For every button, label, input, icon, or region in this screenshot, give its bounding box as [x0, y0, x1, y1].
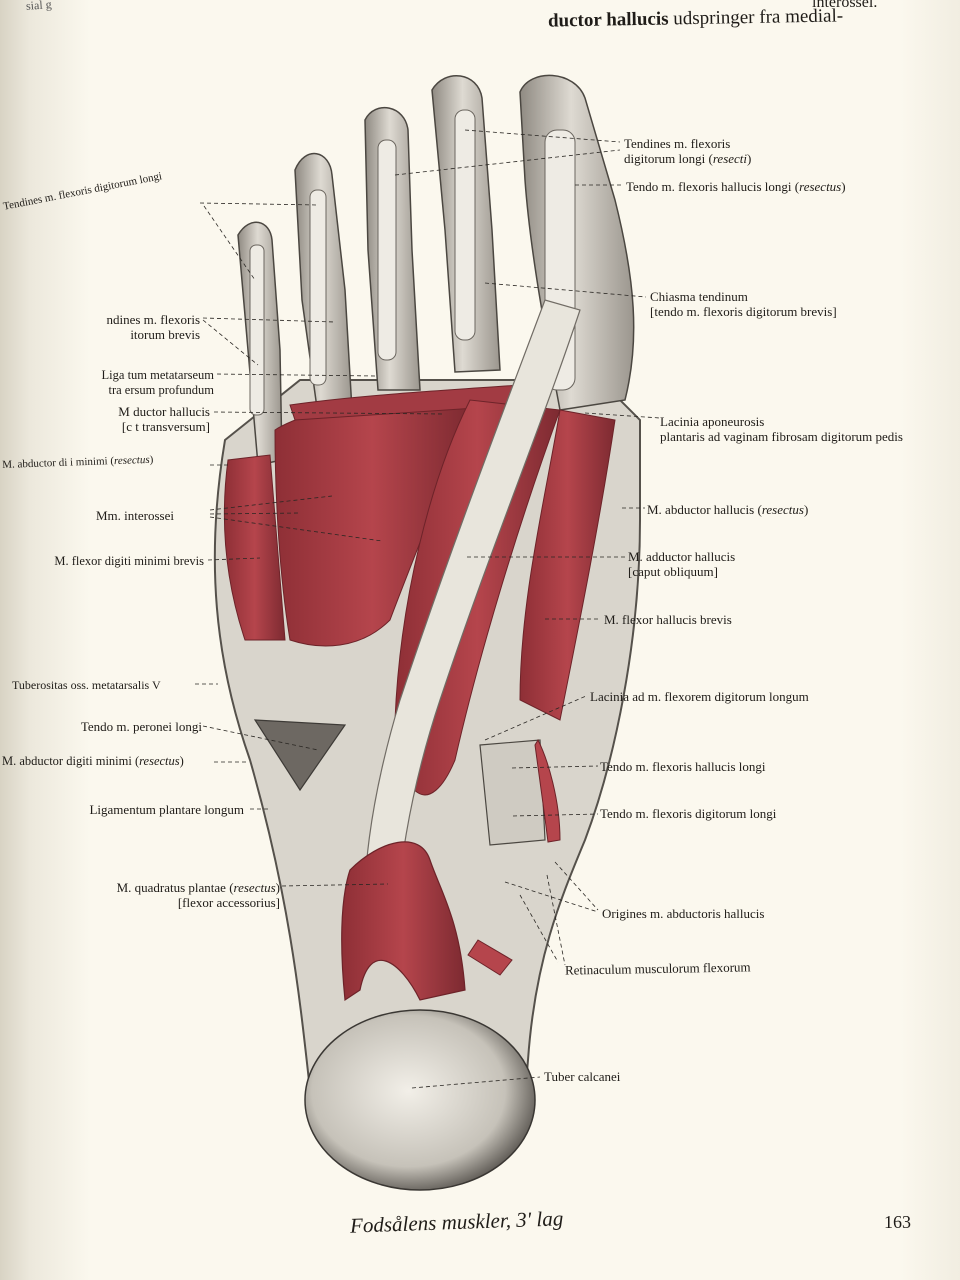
leader-lines: [195, 129, 661, 1089]
label-flexor-dig-min-brevis: M. flexor digiti minimi brevis: [54, 554, 204, 568]
label-tuberositas: Tuberositas oss. metatarsalis V: [12, 678, 161, 692]
lacinia-window: [479, 739, 546, 846]
quadratus-plantae: [341, 841, 466, 1002]
toe-tendons: [249, 109, 576, 416]
label-adductor-obliquum: M. adductor hallucis [caput obliquum]: [628, 549, 736, 579]
label-tendines-flex-dig-longi-resecti: Tendines m. flexoris digitorum longi (re…: [624, 136, 752, 166]
label-chiasma-tendinum: Chiasma tendinum [tendo m. flexoris digi…: [650, 289, 837, 319]
label-mm-interossei: Mm. interossei: [96, 508, 174, 523]
label-tendo-flex-hall-longi: Tendo m. flexoris hallucis longi: [600, 759, 766, 774]
label-origines-abductoris: Origines m. abductoris hallucis: [602, 906, 765, 921]
label-tendo-flex-hall-longi-resectus: Tendo m. flexoris hallucis longi (resect…: [626, 179, 846, 194]
label-abductor-dig-min-resectus-bottom: M. abductor digiti minimi (resectus): [2, 754, 184, 768]
flexor-hallucis-brevis: [519, 409, 616, 721]
label-tuber-calcanei: Tuber calcanei: [544, 1069, 621, 1084]
abductor-hallucis-origin: [467, 939, 513, 976]
label-lig-metatarseum: Liga tum metatarseum tra ersum profundum: [101, 368, 214, 397]
label-lacinia-aponeurosis: Lacinia aponeurosis plantaris ad vaginam…: [660, 414, 903, 444]
header-far-right-fragment: interossei.: [812, 0, 878, 11]
label-flexor-hallucis-brevis: M. flexor hallucis brevis: [604, 612, 732, 627]
label-abductor-hallucis-resectus: M. abductor hallucis (resectus): [647, 502, 809, 517]
flexor-digiti-minimi-brevis: [223, 454, 286, 641]
label-tendines-flex-dig-brevis: ndines m. flexoris itorum brevis: [106, 312, 200, 342]
label-adductor-transversum: M ductor hallucis [c t transversum]: [118, 404, 210, 434]
peroneus-window: [253, 719, 347, 792]
label-quadratus-plantae: M. quadratus plantae (resectus) [flexor …: [116, 880, 280, 910]
flexor-hallucis-longi-cut: [534, 738, 561, 843]
label-lacinia-flex-dig-longum: Lacinia ad m. flexorem digitorum longum: [590, 689, 809, 704]
label-tendo-flex-dig-longi: Tendo m. flexoris digitorum longi: [600, 806, 777, 821]
page-number: 163: [884, 1212, 911, 1232]
tuber-calcanei: [304, 1009, 536, 1191]
label-lig-plantare-longum: Ligamentum plantare longum: [89, 802, 244, 817]
label-tendo-peronei-longi: Tendo m. peronei longi: [80, 719, 202, 734]
